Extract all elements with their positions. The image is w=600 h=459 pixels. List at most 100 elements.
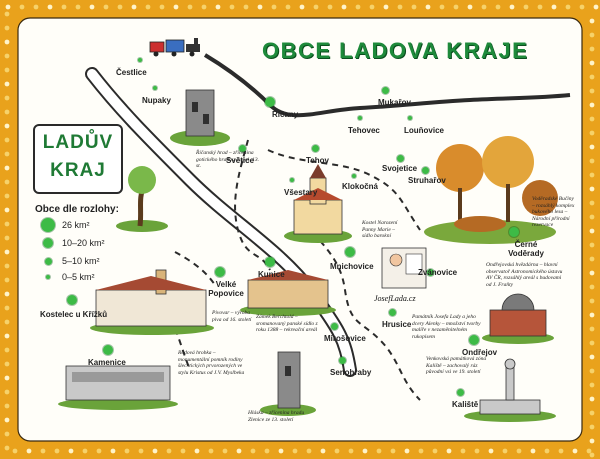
border-spot xyxy=(537,4,543,10)
town-marker[interactable] xyxy=(358,116,362,120)
town-marker[interactable] xyxy=(138,58,142,62)
town-label[interactable]: Mnichovice xyxy=(330,262,374,271)
border-spot xyxy=(589,354,595,360)
border-spot xyxy=(96,448,102,454)
town-label[interactable]: Klokočná xyxy=(342,182,379,191)
town-marker[interactable] xyxy=(345,247,355,257)
border-spot xyxy=(47,4,53,10)
town-label[interactable]: Mirošovice xyxy=(324,334,366,343)
train-icon xyxy=(149,38,200,57)
town-marker[interactable] xyxy=(408,116,412,120)
border-spot xyxy=(138,448,144,454)
border-spot xyxy=(558,448,564,454)
town-label[interactable]: Senohraby xyxy=(330,368,372,377)
border-spot xyxy=(159,4,165,10)
town-label[interactable]: Říčany xyxy=(272,110,299,119)
border-spot xyxy=(320,448,326,454)
border-spot xyxy=(589,256,595,262)
border-spot xyxy=(229,4,235,10)
border-spot xyxy=(589,312,595,318)
caption-voderadske-buciny: Voděradské Bučiny – rozsáhlý komplex buk… xyxy=(532,196,575,228)
town-marker[interactable] xyxy=(103,345,113,355)
border-spot xyxy=(4,249,10,255)
border-spot xyxy=(589,88,595,94)
town-label[interactable]: Svojetice xyxy=(382,164,418,173)
town-marker[interactable] xyxy=(426,268,434,276)
border-spot xyxy=(222,448,228,454)
border-spot xyxy=(292,448,298,454)
border-spot xyxy=(589,382,595,388)
border-spot xyxy=(40,448,46,454)
town-marker[interactable] xyxy=(381,86,389,94)
border-spot xyxy=(131,4,137,10)
border-spot xyxy=(145,4,151,10)
town-label[interactable]: Louňovice xyxy=(404,126,445,135)
town-marker[interactable] xyxy=(352,174,356,178)
town-label[interactable]: Struhařov xyxy=(408,176,446,185)
border-spot xyxy=(313,4,319,10)
border-spot xyxy=(589,144,595,150)
town-label[interactable]: Nupaky xyxy=(142,96,171,105)
town-label[interactable]: Kunice xyxy=(258,270,285,279)
town-marker[interactable] xyxy=(290,178,294,182)
town-label[interactable]: Mukařov xyxy=(378,98,411,107)
border-pattern xyxy=(4,4,599,458)
border-spot xyxy=(89,4,95,10)
border-spot xyxy=(4,375,10,381)
town-marker[interactable] xyxy=(67,295,77,305)
town-label[interactable]: Černé Voděrady xyxy=(508,240,544,258)
border-spot xyxy=(589,284,595,290)
town-marker[interactable] xyxy=(456,388,464,396)
border-spot xyxy=(589,32,595,38)
town-label[interactable]: Čestlice xyxy=(116,68,147,77)
legend-label: 26 km² xyxy=(62,220,90,230)
border-spot xyxy=(589,172,595,178)
church-illustration xyxy=(284,164,352,243)
border-spot xyxy=(4,333,10,339)
border-spot xyxy=(390,448,396,454)
border-spot xyxy=(124,448,130,454)
town-marker[interactable] xyxy=(265,97,275,107)
border-spot xyxy=(376,448,382,454)
town-label[interactable]: Tehov xyxy=(306,156,329,165)
border-spot xyxy=(4,39,10,45)
border-spot xyxy=(589,18,595,24)
town-label[interactable]: Zvánovice xyxy=(418,268,458,277)
town-label[interactable]: Světice xyxy=(226,156,255,165)
town-label[interactable]: Kaliště xyxy=(452,400,479,409)
town-label[interactable]: Tehovec xyxy=(348,126,380,135)
town-label[interactable]: Velké Popovice xyxy=(208,280,244,298)
border-spot xyxy=(589,200,595,206)
town-marker[interactable] xyxy=(330,322,338,330)
town-label[interactable]: Kamenice xyxy=(88,358,126,367)
tomb-illustration xyxy=(58,365,178,410)
town-marker[interactable] xyxy=(153,86,157,90)
border-spot xyxy=(4,445,10,451)
town-label[interactable]: Hrusice xyxy=(382,320,412,329)
town-label[interactable]: Všestary xyxy=(284,188,318,197)
border-spot xyxy=(4,221,10,227)
border-spot xyxy=(453,4,459,10)
town-marker[interactable] xyxy=(338,356,346,364)
town-marker[interactable] xyxy=(311,144,319,152)
town-marker[interactable] xyxy=(509,227,519,237)
logo-line1: LADŮV xyxy=(42,132,114,153)
town-marker[interactable] xyxy=(388,308,396,316)
town-marker[interactable] xyxy=(265,257,275,267)
town-marker[interactable] xyxy=(469,335,479,345)
border-spot xyxy=(75,4,81,10)
border-spot xyxy=(572,448,578,454)
border-spot xyxy=(285,4,291,10)
town-marker[interactable] xyxy=(396,154,404,162)
brewery-illustration xyxy=(90,269,214,335)
border-spot xyxy=(509,4,515,10)
border-spot xyxy=(589,102,595,108)
town-label[interactable]: Ondřejov xyxy=(462,348,498,357)
town-marker[interactable] xyxy=(215,267,225,277)
border-spot xyxy=(589,298,595,304)
border-spot xyxy=(383,4,389,10)
town-label[interactable]: Kostelec u Křížků xyxy=(40,310,108,319)
town-marker[interactable] xyxy=(238,144,246,152)
border-spot xyxy=(257,4,263,10)
town-marker[interactable] xyxy=(421,166,429,174)
